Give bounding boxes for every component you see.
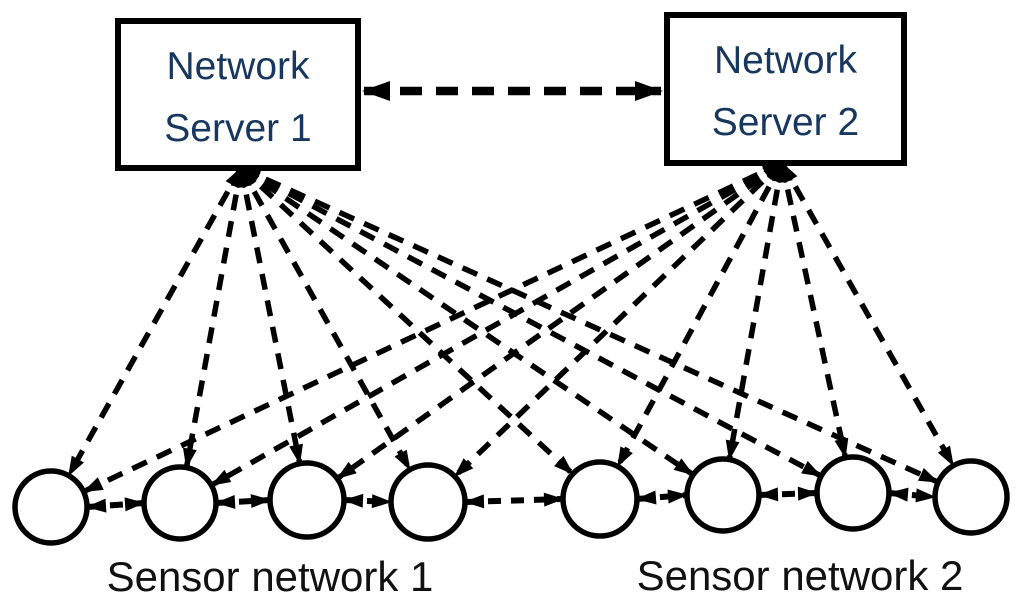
sensor-node-1 [12, 468, 90, 546]
network-server-2-label-line2: Server 2 [712, 101, 859, 144]
link-server2-node8 [779, 161, 956, 468]
network-server-2-box [664, 12, 907, 166]
sensor-node-2 [141, 464, 219, 542]
link-node7-node8 [888, 487, 936, 503]
link-server1-node8 [239, 165, 940, 485]
network-server-1-label-line2: Server 1 [164, 107, 311, 150]
nodes-layer [12, 12, 1010, 546]
network-server-2-label-line1: Network [714, 39, 858, 82]
sensor-node-4 [388, 462, 468, 542]
link-node5-node6 [636, 489, 688, 505]
link-node2-node3 [215, 494, 271, 509]
sensor-node-8 [932, 458, 1010, 536]
sensor-node-7 [814, 454, 892, 532]
sensor-node-5 [560, 459, 640, 539]
sensor-node-3 [267, 460, 347, 540]
sensor-network-label-2: Sensor network 2 [637, 552, 964, 599]
link-node6-node7 [758, 486, 818, 502]
link-node1-node2 [86, 497, 145, 513]
network-server-1-box [115, 18, 361, 171]
link-node4-node5 [464, 492, 564, 509]
sensor-node-6 [684, 456, 762, 534]
network-server-1-label-line1: Network [166, 45, 310, 88]
link-node3-node4 [343, 493, 392, 509]
links-layer [66, 81, 956, 513]
link-server2-node6 [725, 162, 786, 461]
link-server2-node1 [82, 160, 784, 495]
sensor-network-label-1: Sensor network 1 [107, 553, 434, 600]
